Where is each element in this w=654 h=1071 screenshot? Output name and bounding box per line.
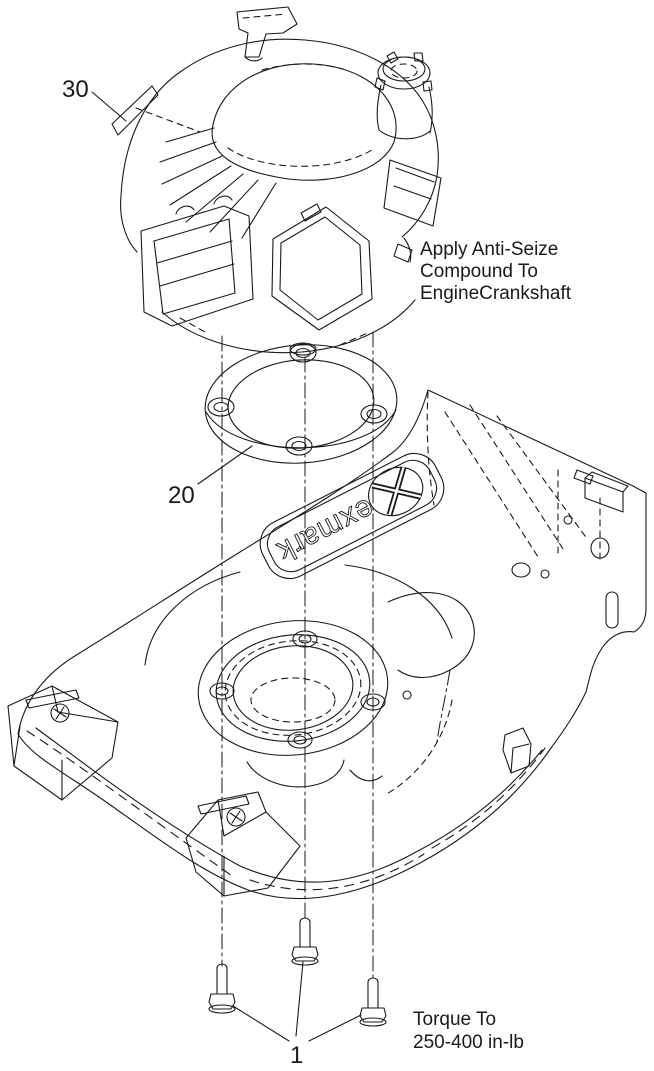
deck-front-left-bracket [7, 685, 119, 801]
centerlines [221, 331, 374, 981]
bolt-right-drawing [359, 977, 387, 1027]
decal-part-drawing [111, 85, 201, 136]
anti-seize-note-line-1: Apply Anti-Seize [420, 239, 558, 260]
deck-front-center-bracket [185, 791, 301, 897]
anti-seize-note-line-2: Compound To [420, 261, 538, 282]
deck-bolt-bosses [209, 630, 386, 749]
anti-seize-note: Apply Anti-Seize Compound To EngineCrank… [420, 239, 572, 304]
engine-assembly-drawing [120, 6, 442, 356]
air-cleaner-box [271, 203, 373, 331]
leader-lines [91, 91, 362, 1042]
callout-1-bolts[interactable]: 1 [290, 1042, 303, 1069]
fuel-cap [374, 51, 433, 140]
recoil-starter-handle [236, 6, 298, 62]
torque-note-line-2: 250-400 in-lb [413, 1032, 524, 1053]
muffler-box [140, 195, 254, 327]
torque-note: Torque To 250-400 in-lb [413, 1009, 524, 1053]
bolt-left-drawing [208, 963, 236, 1014]
callout-30-decal[interactable]: 30 [62, 76, 89, 103]
gasket-drawing [204, 343, 398, 464]
callout-20-gasket[interactable]: 20 [168, 482, 195, 509]
mower-deck-drawing: exmark [7, 389, 647, 900]
anti-seize-note-line-3: EngineCrankshaft [420, 283, 572, 304]
torque-note-line-1: Torque To [413, 1009, 496, 1030]
bolt-middle-drawing [291, 917, 319, 966]
